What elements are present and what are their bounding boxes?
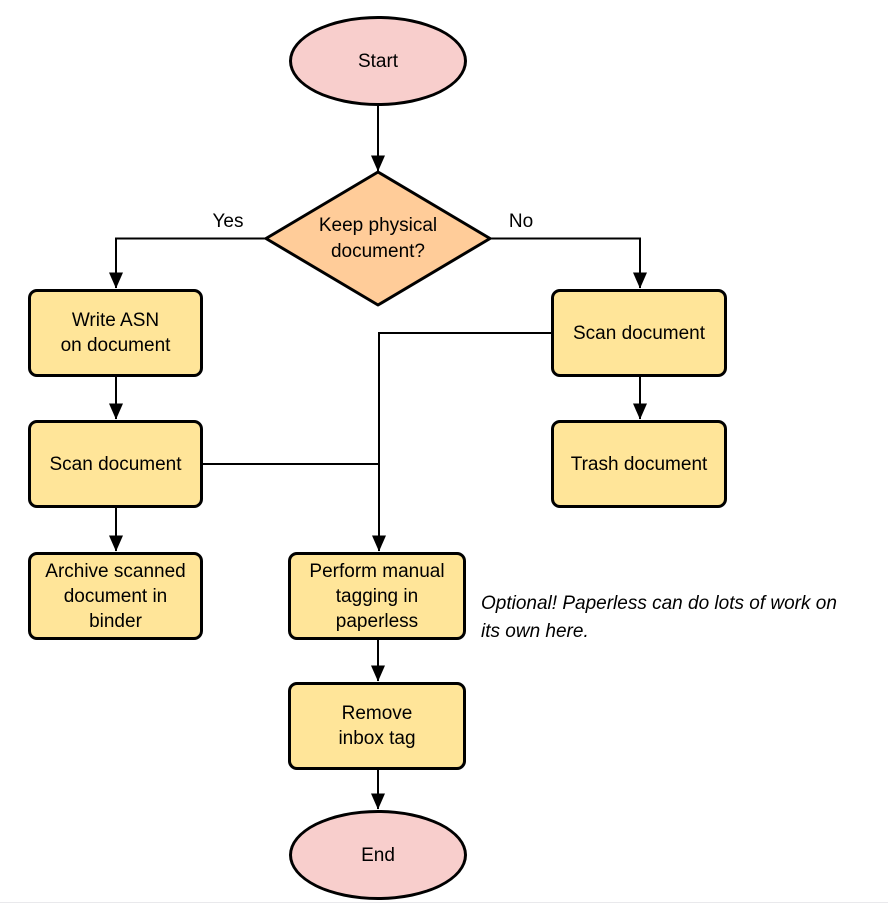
edge-decision-yes-to-write-asn: [109, 237, 266, 289]
edge-decision-no-to-scan-right: [490, 237, 647, 289]
node-write-asn-on-document: Write ASN on document: [28, 289, 203, 377]
node-remove-inbox-tag: Remove inbox tag: [288, 682, 466, 770]
node-trash-document: Trash document: [551, 420, 727, 508]
bottom-divider: [0, 902, 888, 903]
node-perform-manual-tagging: Perform manual tagging in paperless: [288, 552, 466, 640]
node-end: End: [289, 810, 467, 900]
node-scan-document-right: Scan document: [551, 289, 727, 377]
annotation-optional-paperless: Optional! Paperless can do lots of work …: [481, 593, 837, 642]
edge-label-no: No: [508, 211, 534, 232]
node-start: Start: [289, 16, 467, 106]
node-scan-document-left: Scan document: [28, 420, 203, 508]
decision-diamond-shape: [264, 170, 492, 307]
edge-scan-right-to-tagging: [372, 332, 551, 552]
node-decision-keep-physical-document: Keep physical document?: [318, 214, 438, 262]
node-archive-scanned-document-in-binder: Archive scanned document in binder: [28, 552, 203, 640]
edge-label-yes: Yes: [212, 211, 244, 232]
